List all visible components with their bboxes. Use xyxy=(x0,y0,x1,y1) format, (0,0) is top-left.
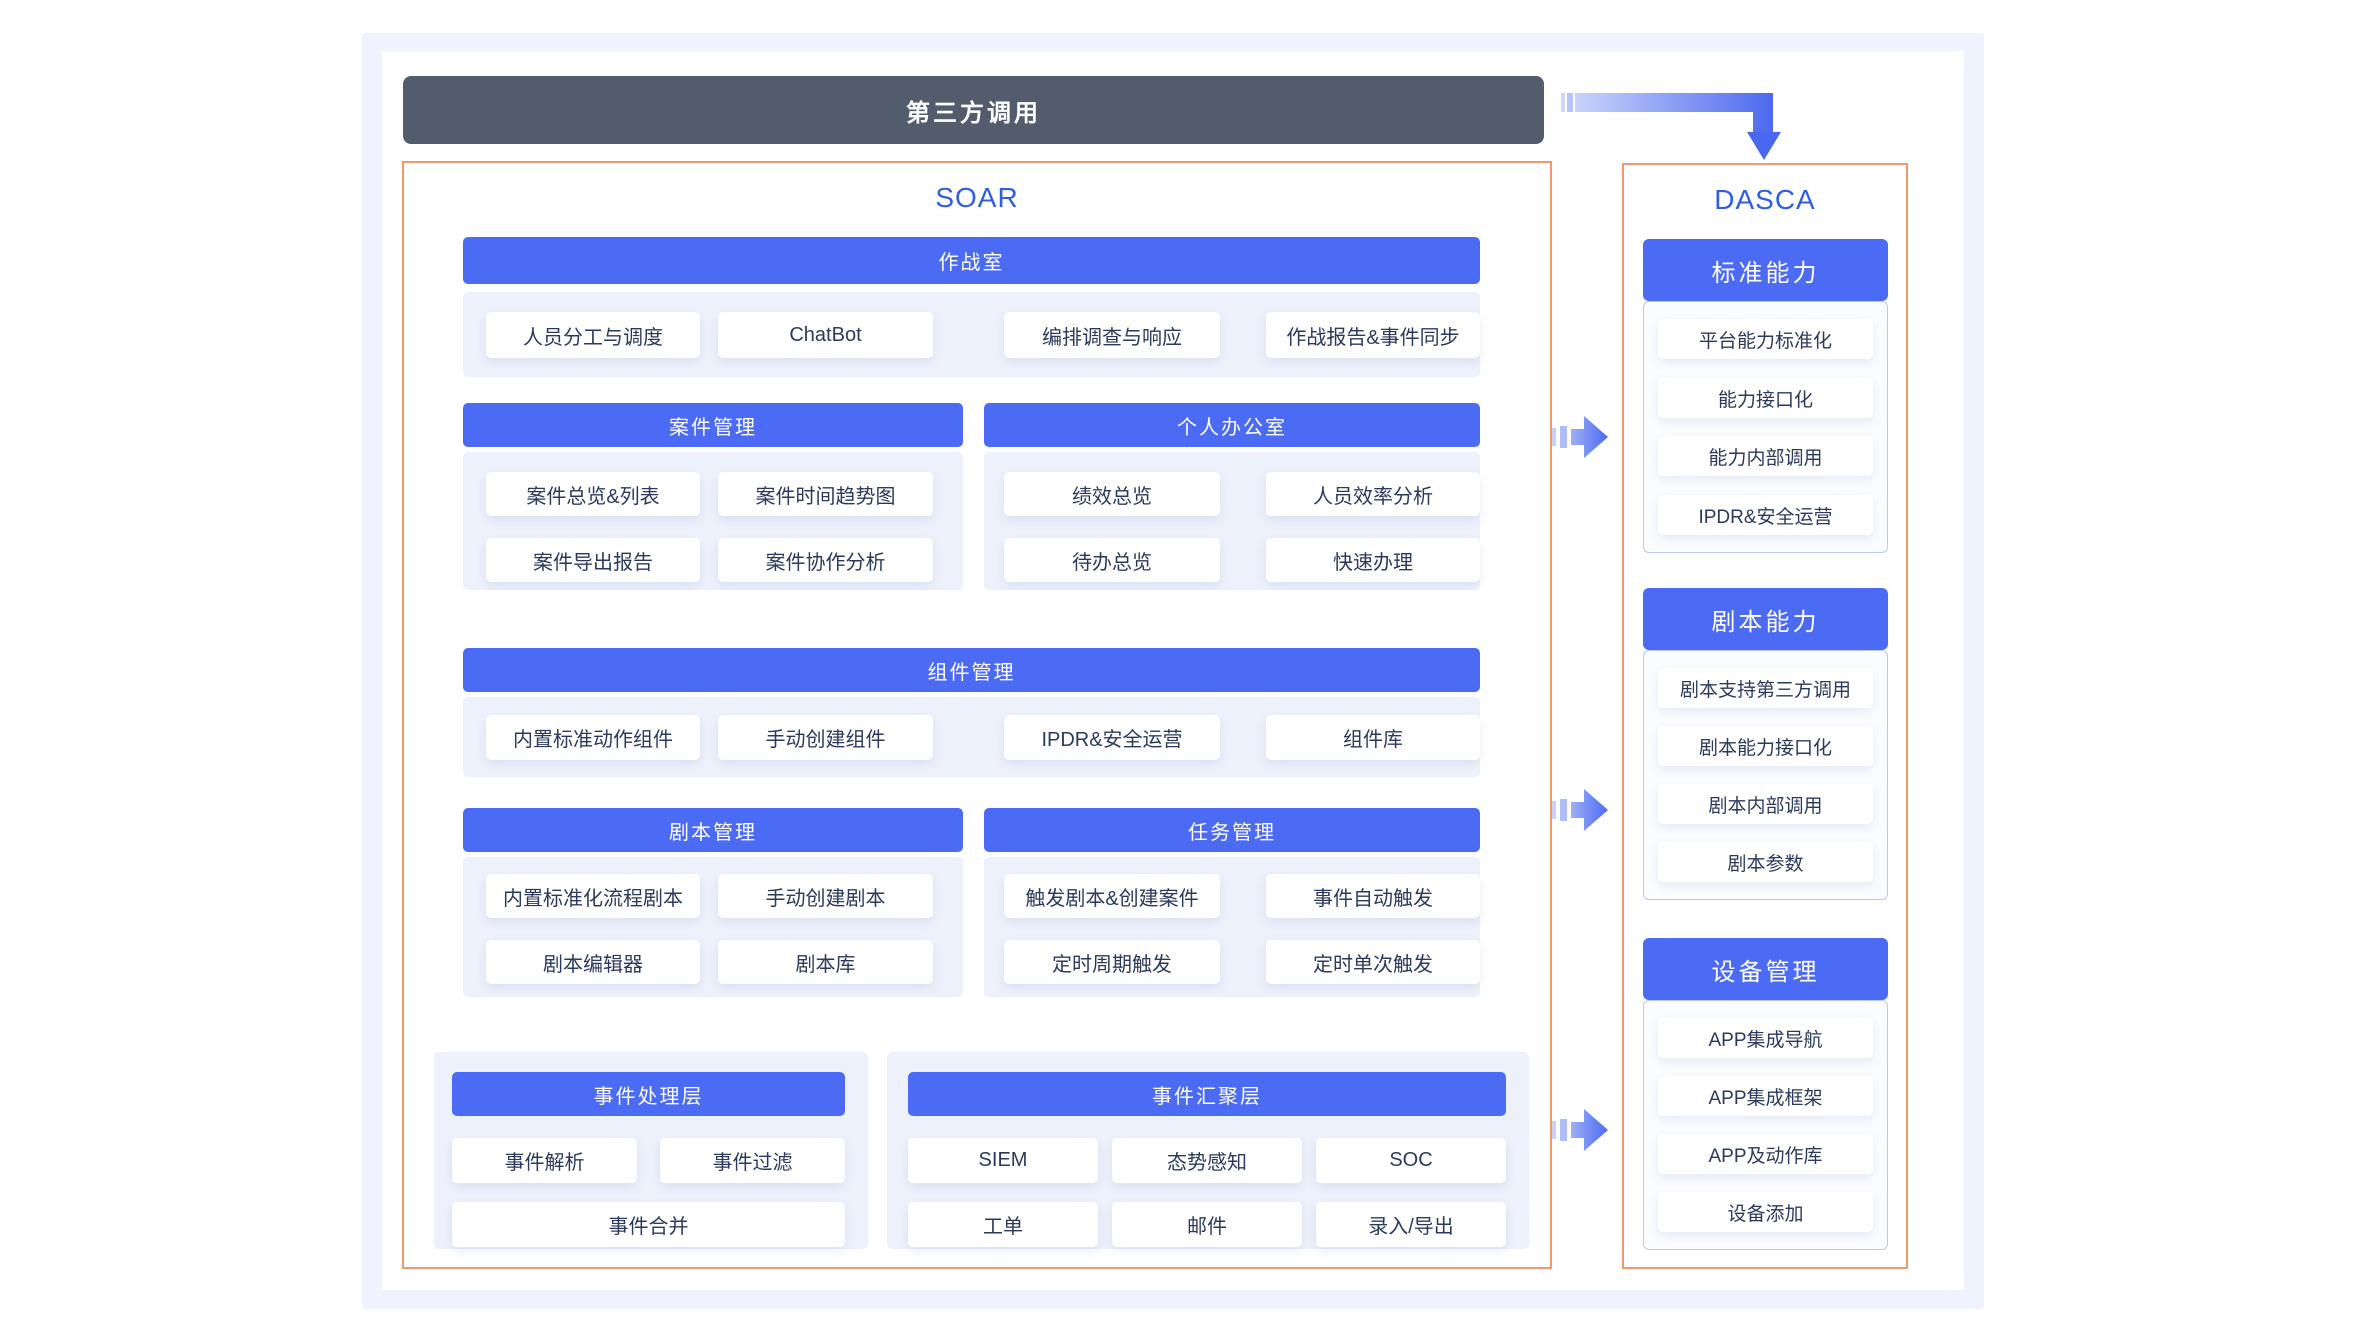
feature-card: 事件过滤 xyxy=(660,1138,845,1183)
header-case-management: 案件管理 xyxy=(463,403,963,447)
flow-arrow-right-icon xyxy=(1552,416,1608,458)
feature-card: 事件合并 xyxy=(452,1202,845,1247)
feature-card: 人员分工与调度 xyxy=(486,312,700,358)
feature-card: 绩效总览 xyxy=(1004,472,1220,516)
header-playbook-capability: 剧本能力 xyxy=(1643,588,1888,650)
feature-card: 手动创建剧本 xyxy=(718,874,933,918)
feature-card: 剧本编辑器 xyxy=(486,940,700,984)
feature-card: ChatBot xyxy=(718,312,933,358)
feature-card: 手动创建组件 xyxy=(718,715,933,760)
flow-arrow-down-icon xyxy=(1561,93,1781,160)
feature-card: 工单 xyxy=(908,1202,1098,1247)
feature-card: 作战报告&事件同步 xyxy=(1266,312,1480,358)
feature-card: 定时周期触发 xyxy=(1004,940,1220,984)
feature-card: 剧本库 xyxy=(718,940,933,984)
capability-card: IPDR&安全运营 xyxy=(1658,495,1873,535)
feature-card: 事件自动触发 xyxy=(1266,874,1480,918)
feature-card: 邮件 xyxy=(1112,1202,1302,1247)
feature-card: 案件时间趋势图 xyxy=(718,472,933,516)
header-task-management: 任务管理 xyxy=(984,808,1480,852)
feature-card: SIEM xyxy=(908,1138,1098,1183)
feature-card: 人员效率分析 xyxy=(1266,472,1480,516)
header-war-room: 作战室 xyxy=(463,237,1480,284)
feature-card: 内置标准化流程剧本 xyxy=(486,874,700,918)
feature-card: IPDR&安全运营 xyxy=(1004,715,1220,760)
feature-card: 录入/导出 xyxy=(1316,1202,1506,1247)
header-device-management: 设备管理 xyxy=(1643,938,1888,1000)
third-party-call-banner: 第三方调用 xyxy=(403,76,1544,144)
capability-card: APP集成框架 xyxy=(1658,1076,1873,1116)
header-component-management: 组件管理 xyxy=(463,648,1480,692)
soar-title: SOAR xyxy=(935,182,1019,213)
header-event-processing-layer: 事件处理层 xyxy=(452,1072,845,1116)
capability-card: 剧本支持第三方调用 xyxy=(1658,668,1873,708)
feature-card: 案件总览&列表 xyxy=(486,472,700,516)
third-party-call-label: 第三方调用 xyxy=(906,99,1041,127)
feature-card: 案件导出报告 xyxy=(486,538,700,582)
feature-card: 案件协作分析 xyxy=(718,538,933,582)
header-personal-office: 个人办公室 xyxy=(984,403,1480,447)
flow-arrow-right-icon xyxy=(1552,789,1608,831)
capability-card: APP及动作库 xyxy=(1658,1134,1873,1174)
feature-card: 定时单次触发 xyxy=(1266,940,1480,984)
capability-card: 能力接口化 xyxy=(1658,378,1873,418)
feature-card: 组件库 xyxy=(1266,715,1480,760)
feature-card: 待办总览 xyxy=(1004,538,1220,582)
flow-arrow-right-icon xyxy=(1552,1109,1608,1151)
feature-card: 态势感知 xyxy=(1112,1138,1302,1183)
feature-card: SOC xyxy=(1316,1138,1506,1183)
header-playbook-management: 剧本管理 xyxy=(463,808,963,852)
capability-card: APP集成导航 xyxy=(1658,1018,1873,1058)
feature-card: 内置标准动作组件 xyxy=(486,715,700,760)
feature-card: 编排调查与响应 xyxy=(1004,312,1220,358)
header-event-aggregation-layer: 事件汇聚层 xyxy=(908,1072,1506,1116)
capability-card: 设备添加 xyxy=(1658,1192,1873,1232)
dasca-title: DASCA xyxy=(1714,184,1816,215)
feature-card: 事件解析 xyxy=(452,1138,637,1183)
header-standard-capability: 标准能力 xyxy=(1643,239,1888,301)
capability-card: 平台能力标准化 xyxy=(1658,319,1873,359)
capability-card: 剧本参数 xyxy=(1658,842,1873,882)
feature-card: 快速办理 xyxy=(1266,538,1480,582)
capability-card: 剧本能力接口化 xyxy=(1658,726,1873,766)
feature-card: 触发剧本&创建案件 xyxy=(1004,874,1220,918)
capability-card: 剧本内部调用 xyxy=(1658,784,1873,824)
capability-card: 能力内部调用 xyxy=(1658,436,1873,476)
